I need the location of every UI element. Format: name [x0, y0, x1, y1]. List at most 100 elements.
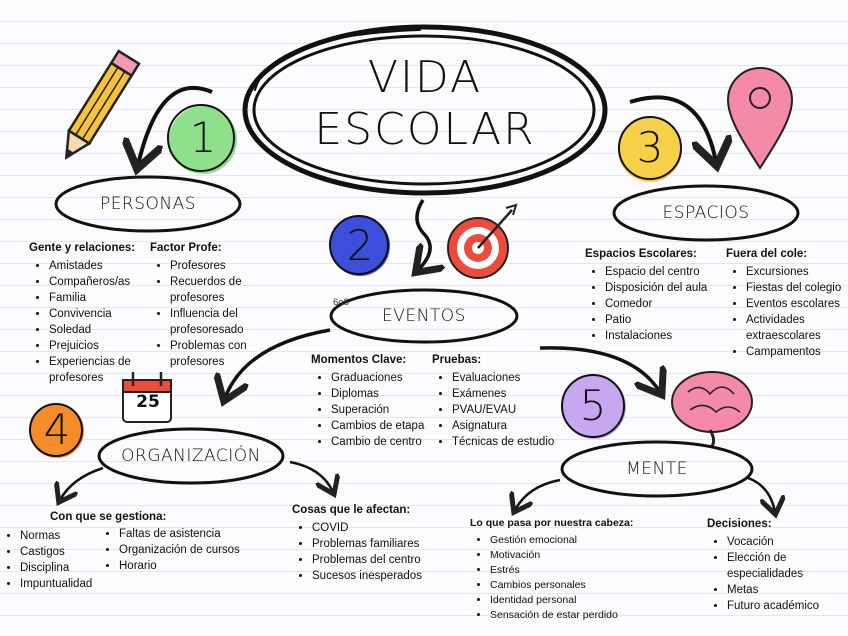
- list-item: Impuntualidad: [20, 576, 100, 592]
- mente-oval: [560, 440, 754, 498]
- arrow-org-left: [60, 466, 104, 500]
- page-title: VIDA ESCOLAR: [314, 52, 536, 155]
- block-heading: Pruebas:: [432, 354, 482, 366]
- list-item: Faltas de asistencia: [119, 526, 249, 542]
- list-item: Disposición del aula: [605, 280, 725, 296]
- list-item: Experiencias de profesores: [49, 354, 149, 386]
- mente-decisiones-block: Decisiones: Vocación Elección de especia…: [707, 516, 845, 614]
- list-item: Campamentos: [746, 344, 846, 360]
- personas-gente-block: Gente y relaciones: Amistades Compañeros…: [29, 240, 149, 386]
- list-item: Instalaciones: [605, 328, 725, 344]
- brain-icon: [671, 371, 753, 447]
- block-heading: Factor Profe:: [150, 242, 222, 254]
- block-heading: Con que se gestiona:: [50, 511, 167, 523]
- arrow-to-personas: [138, 85, 213, 165]
- list-item: Compañeros/as: [49, 274, 149, 290]
- squiggle-arrow: [417, 199, 430, 270]
- node2-circle: [330, 216, 390, 276]
- node5-number: 5: [579, 381, 607, 430]
- node3-circle: [618, 118, 682, 182]
- list-item: Graduaciones: [331, 370, 431, 386]
- node4-circle: [30, 404, 84, 458]
- list-item: Motivación: [490, 548, 660, 563]
- list-item: Familia: [49, 290, 149, 306]
- list-item: Problemas del centro: [312, 552, 442, 568]
- arrow-org-right: [289, 460, 333, 492]
- organizacion-oval: [97, 427, 285, 485]
- node5-circle: [562, 375, 626, 439]
- eventos-oval: [329, 288, 519, 344]
- list-item: Castigos: [20, 544, 100, 560]
- list-item: Normas: [20, 528, 100, 544]
- list-item: Metas: [727, 582, 845, 598]
- espacios-label: ESPACIOS: [662, 203, 750, 223]
- arrow-to-espacios: [629, 95, 716, 162]
- list-item: Profesores: [170, 258, 260, 274]
- list-item: Cambio de centro: [331, 434, 431, 450]
- list-item: Horario: [119, 558, 249, 574]
- block-heading: Fuera del cole:: [726, 248, 808, 260]
- list-item: COVID: [312, 520, 442, 536]
- eventos-momentos-block: Momentos Clave: Graduaciones Diplomas Su…: [311, 352, 431, 450]
- list-item: Influencia del profesoresado: [170, 306, 260, 338]
- list-item: Excursiones: [746, 264, 846, 280]
- block-heading: Espacios Escolares:: [585, 248, 697, 260]
- list-item: Problemas con profesores: [170, 338, 260, 370]
- arrow-to-mente: [539, 346, 660, 392]
- location-pin-icon: [726, 67, 794, 170]
- list-item: Patio: [605, 312, 725, 328]
- target-icon: [447, 203, 518, 279]
- personas-oval: [54, 175, 242, 233]
- node2-number: 2: [346, 221, 374, 270]
- block-heading: Momentos Clave:: [311, 354, 407, 366]
- node4-number: 4: [43, 405, 71, 454]
- node1-number: 1: [189, 113, 217, 162]
- organizacion-gestiona-col1: Normas Castigos Disciplina Impuntualidad: [0, 528, 100, 592]
- list-item: Gestión emocional: [490, 533, 660, 548]
- list-item: Disciplina: [20, 560, 100, 576]
- title-oval: [242, 24, 608, 196]
- arrow-mente-left: [515, 478, 561, 510]
- block-heading: Lo que pasa por nuestra cabeza:: [470, 517, 634, 529]
- organizacion-gestiona-col2: Faltas de asistencia Organización de cur…: [99, 526, 249, 574]
- stray-text: 6o8: [333, 297, 349, 308]
- organizacion-label: ORGANIZACIÓN: [121, 446, 261, 466]
- list-item: Soledad: [49, 322, 149, 338]
- list-item: Comedor: [605, 296, 725, 312]
- pencil-icon: [64, 49, 141, 160]
- list-item: Identidad personal: [490, 593, 660, 608]
- list-item: Prejuicios: [49, 338, 149, 354]
- list-item: Evaluaciones: [452, 370, 562, 386]
- organizacion-afectan-block: Cosas que le afectan: COVID Problemas fa…: [292, 502, 442, 584]
- list-item: Diplomas: [331, 386, 431, 402]
- list-item: Organización de cursos: [119, 542, 249, 558]
- list-item: Superación: [331, 402, 431, 418]
- list-item: Recuerdos de profesores: [170, 274, 260, 306]
- personas-label: PERSONAS: [99, 194, 197, 214]
- list-item: Cambios personales: [490, 578, 660, 593]
- list-item: Sensación de estar perdido: [490, 608, 660, 623]
- list-item: Convivencia: [49, 306, 149, 322]
- eventos-label: EVENTOS: [382, 306, 466, 326]
- arrow-to-organizacion: [225, 328, 331, 398]
- list-item: Asignatura: [452, 418, 562, 434]
- organizacion-gestiona-heading: Con que se gestiona:: [50, 509, 180, 527]
- list-item: Problemas familiares: [312, 536, 442, 552]
- block-heading: Gente y relaciones:: [29, 242, 136, 254]
- mente-label: MENTE: [626, 459, 688, 479]
- list-item: Fiestas del colegio: [746, 280, 846, 296]
- list-item: Actividades extraescolares: [746, 312, 846, 344]
- node3-number: 3: [636, 123, 664, 172]
- eventos-pruebas-block: Pruebas: Evaluaciones Exámenes PVAU/EVAU…: [432, 352, 562, 450]
- block-heading: Decisiones:: [707, 518, 772, 530]
- espacios-escolares-block: Espacios Escolares: Espacio del centro D…: [585, 246, 725, 344]
- list-item: Amistades: [49, 258, 149, 274]
- block-heading: Cosas que le afectan:: [292, 504, 411, 516]
- arrow-mente-right: [747, 476, 775, 512]
- list-item: Espacio del centro: [605, 264, 725, 280]
- list-item: Elección de especialidades: [727, 550, 845, 582]
- mente-cabeza-block: Lo que pasa por nuestra cabeza: Gestión …: [470, 516, 660, 623]
- espacios-fuera-block: Fuera del cole: Excursiones Fiestas del …: [726, 246, 846, 360]
